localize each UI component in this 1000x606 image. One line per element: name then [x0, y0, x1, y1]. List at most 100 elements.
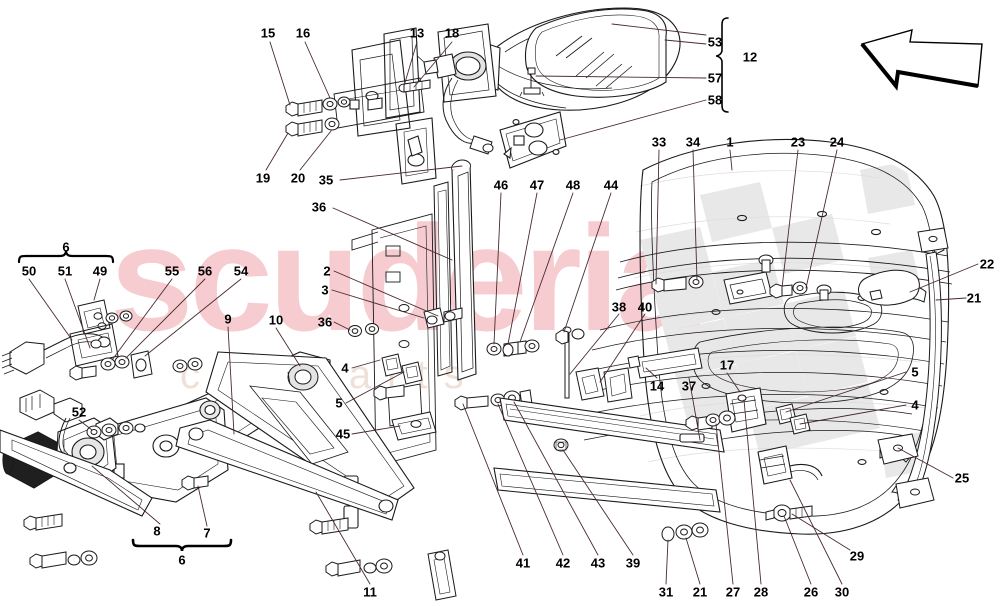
- callout-34: 34: [685, 134, 701, 150]
- callout-29: 29: [849, 548, 865, 564]
- seal-clip-25: [877, 433, 919, 465]
- callout-6: 6: [178, 552, 186, 568]
- callout-28: 28: [753, 584, 769, 600]
- regulator-drum-10: [287, 363, 319, 391]
- callout-17: 17: [719, 357, 735, 373]
- callout-5: 5: [335, 395, 343, 411]
- callout-5: 5: [911, 364, 919, 380]
- fasteners-27-28-upper: [685, 410, 736, 431]
- callout-33: 33: [651, 134, 667, 150]
- callout-6: 6: [62, 239, 70, 255]
- callout-4: 4: [911, 397, 919, 413]
- window-run-channel: [451, 159, 477, 381]
- washers-55-56-54: [100, 350, 153, 379]
- motor-connector: [19, 389, 83, 455]
- door-handle-rod-14: [627, 347, 703, 379]
- callout-15: 15: [260, 25, 276, 41]
- callout-27: 27: [725, 584, 741, 600]
- svg-text:scuderia: scuderia: [110, 194, 701, 362]
- callout-13: 13: [409, 25, 425, 41]
- callout-14: 14: [649, 378, 665, 394]
- clips-right-4: [775, 403, 811, 435]
- callout-56: 56: [197, 263, 213, 279]
- callout-20: 20: [290, 170, 306, 186]
- striker-28: [757, 445, 823, 485]
- callout-54: 54: [233, 263, 249, 279]
- callout-3: 3: [321, 282, 329, 298]
- window-glass-frame: [333, 27, 437, 185]
- orientation-arrow: [860, 29, 983, 91]
- bracket-50-51: [69, 323, 119, 381]
- callout-2: 2: [323, 263, 331, 279]
- callout-9: 9: [224, 311, 232, 327]
- harness-connector-plug: [469, 135, 494, 155]
- callout-10: 10: [268, 312, 284, 328]
- callout-30: 30: [834, 584, 850, 600]
- callout-8: 8: [153, 523, 161, 539]
- callout-41: 41: [515, 555, 531, 571]
- callout-11: 11: [363, 584, 377, 600]
- bush-39: [553, 438, 569, 452]
- callout-39: 39: [625, 555, 641, 571]
- washers-36: [348, 323, 379, 337]
- washers-pair-right: [172, 357, 203, 373]
- callout-1: 1: [726, 134, 734, 150]
- door-pin-34: [758, 254, 774, 273]
- callout-40: 40: [637, 299, 653, 315]
- callout-23: 23: [790, 134, 806, 150]
- seal-clip-25b: [895, 477, 935, 509]
- callout-47: 47: [529, 177, 545, 193]
- door-pin-24: [816, 284, 832, 301]
- upper-mount-bracket-22: [917, 227, 949, 253]
- bracket-6-bottom: [131, 538, 233, 552]
- callout-50: 50: [21, 263, 37, 279]
- callout-24: 24: [829, 134, 845, 150]
- window-switch-panel: [723, 271, 773, 305]
- mirror-screw-57: [519, 67, 545, 97]
- callout-25: 25: [954, 470, 970, 486]
- callout-49: 49: [92, 263, 108, 279]
- frame-bolt-13: [398, 79, 431, 93]
- leader-lines: [28, 23, 979, 585]
- callout-26: 26: [803, 584, 819, 600]
- callout-52: 52: [71, 404, 87, 420]
- callout-19: 19: [255, 170, 271, 186]
- fasteners-46-47-48-44: [486, 275, 808, 357]
- callout-48: 48: [565, 177, 581, 193]
- callout-57: 57: [707, 70, 723, 86]
- fasteners-31-21-bottom: [661, 522, 709, 542]
- callout-53: 53: [707, 34, 723, 50]
- callout-44: 44: [603, 177, 619, 193]
- callout-42: 42: [555, 555, 571, 571]
- callout-46: 46: [493, 177, 509, 193]
- callout-43: 43: [590, 555, 606, 571]
- door-latch-27: [725, 387, 767, 433]
- bracket-12: [715, 17, 729, 113]
- callout-58: 58: [707, 92, 723, 108]
- corner-trim-22: [858, 269, 920, 306]
- callout-38: 38: [611, 299, 627, 315]
- latch-bracket-40: [575, 367, 633, 403]
- callout-18: 18: [444, 25, 460, 41]
- callout-36: 36: [311, 199, 327, 215]
- diagonal-link-arm: [175, 419, 399, 521]
- callout-21: 21: [966, 290, 982, 306]
- callout-45: 45: [335, 426, 351, 442]
- bolts-and-washers-top-left: [285, 96, 351, 137]
- lower-guide-rail-37: [493, 397, 725, 513]
- screw-7: [181, 475, 209, 491]
- callout-37: 37: [681, 378, 697, 394]
- callout-22: 22: [979, 256, 995, 272]
- callout-36: 36: [317, 314, 333, 330]
- bracket-45: [373, 384, 437, 441]
- callout-21: 21: [692, 584, 708, 600]
- callout-31: 31: [658, 584, 674, 600]
- lower-support-rail-11: [0, 429, 153, 517]
- mirror-gasket-58: [499, 111, 567, 169]
- clips-4-5-center: [381, 353, 423, 385]
- fasteners-29-26-30: [765, 504, 813, 522]
- bolts-bottom-left: [23, 513, 98, 569]
- callout-7: 7: [203, 525, 211, 541]
